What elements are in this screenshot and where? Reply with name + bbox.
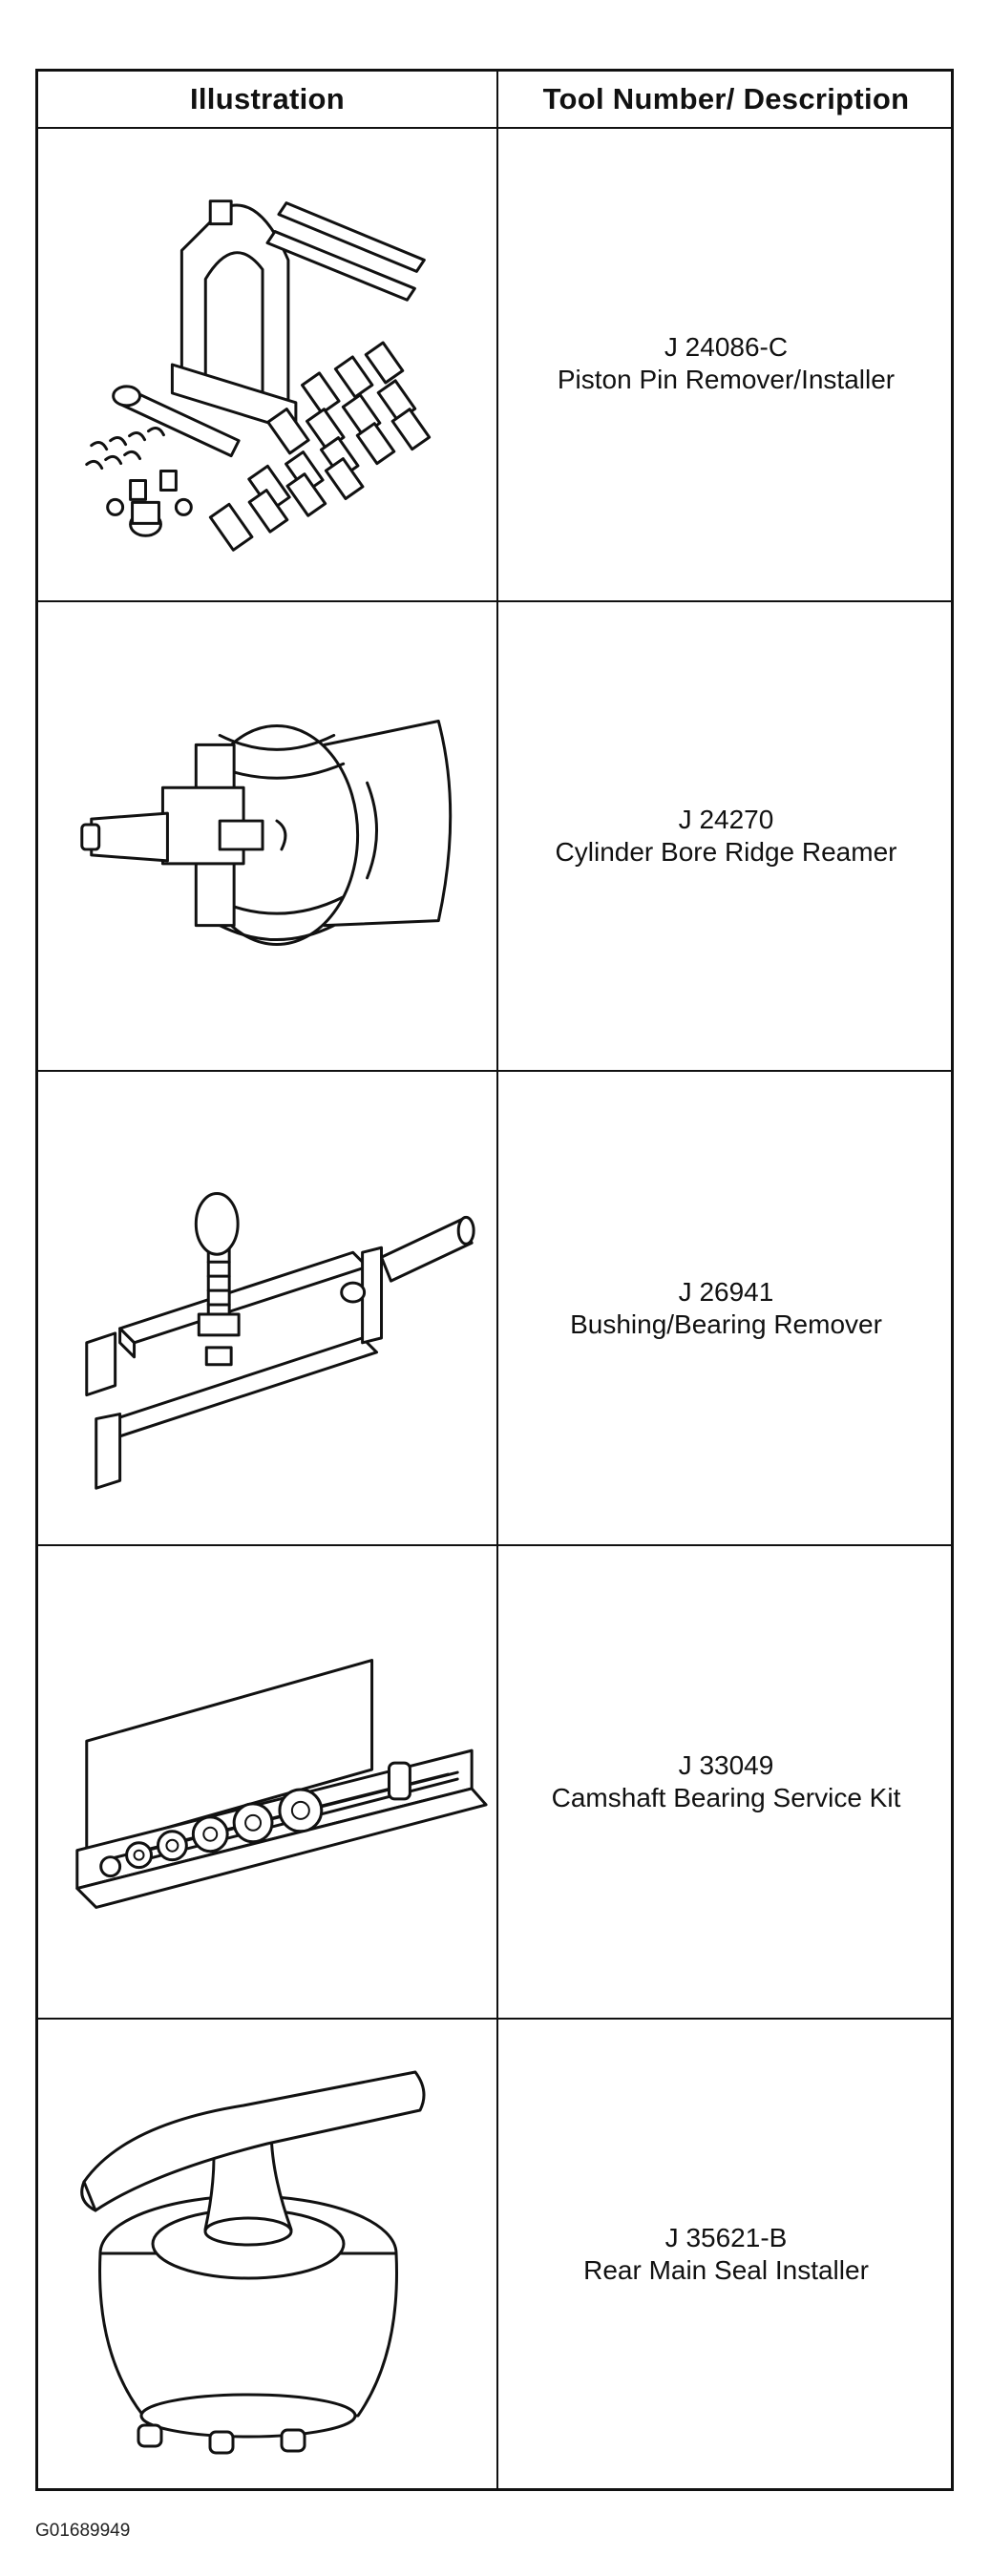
tool-description: Bushing/Bearing Remover <box>570 1309 882 1339</box>
table-row: J 35621-B Rear Main Seal Installer <box>38 2020 951 2488</box>
tool-number: J 33049 <box>678 1750 774 1780</box>
tool-description: Piston Pin Remover/Installer <box>557 365 896 394</box>
table-row: J 24270 Cylinder Bore Ridge Reamer <box>38 602 951 1072</box>
tool-description: Rear Main Seal Installer <box>583 2254 869 2285</box>
table-row: J 33049 Camshaft Bearing Service Kit <box>38 1546 951 2020</box>
table-header: Illustration Tool Number/ Description <box>38 72 951 129</box>
tool-cell: J 26941 Bushing/Bearing Remover <box>498 1072 954 1544</box>
piston-pin-tool-icon <box>38 127 496 600</box>
tool-number: J 26941 <box>678 1276 774 1307</box>
tool-cell: J 33049 Camshaft Bearing Service Kit <box>498 1546 954 2018</box>
tool-description: Camshaft Bearing Service Kit <box>551 1783 901 1812</box>
seal-installer-icon <box>38 2020 496 2488</box>
column-divider <box>496 72 498 2488</box>
camshaft-kit-icon <box>38 1546 496 2018</box>
tool-cell: J 35621-B Rear Main Seal Installer <box>498 2020 954 2488</box>
tool-number: J 24086-C <box>664 332 789 362</box>
table-row: J 26941 Bushing/Bearing Remover <box>38 1072 951 1546</box>
header-tool-description: Tool Number/ Description <box>542 82 910 115</box>
ridge-reamer-icon <box>38 602 496 1070</box>
header-illustration: Illustration <box>189 82 346 115</box>
tool-cell: J 24086-C Piston Pin Remover/Installer <box>498 127 954 600</box>
tool-cell: J 24270 Cylinder Bore Ridge Reamer <box>498 602 954 1070</box>
tool-table: Illustration Tool Number/ Description <box>35 69 954 2491</box>
tool-description: Cylinder Bore Ridge Reamer <box>555 837 897 867</box>
bushing-remover-icon <box>38 1072 496 1544</box>
tool-number: J 24270 <box>678 805 774 834</box>
table-row: J 24086-C Piston Pin Remover/Installer <box>38 127 951 602</box>
tool-number: J 35621-B <box>664 2222 788 2252</box>
figure-id: G01689949 <box>35 2521 131 2541</box>
